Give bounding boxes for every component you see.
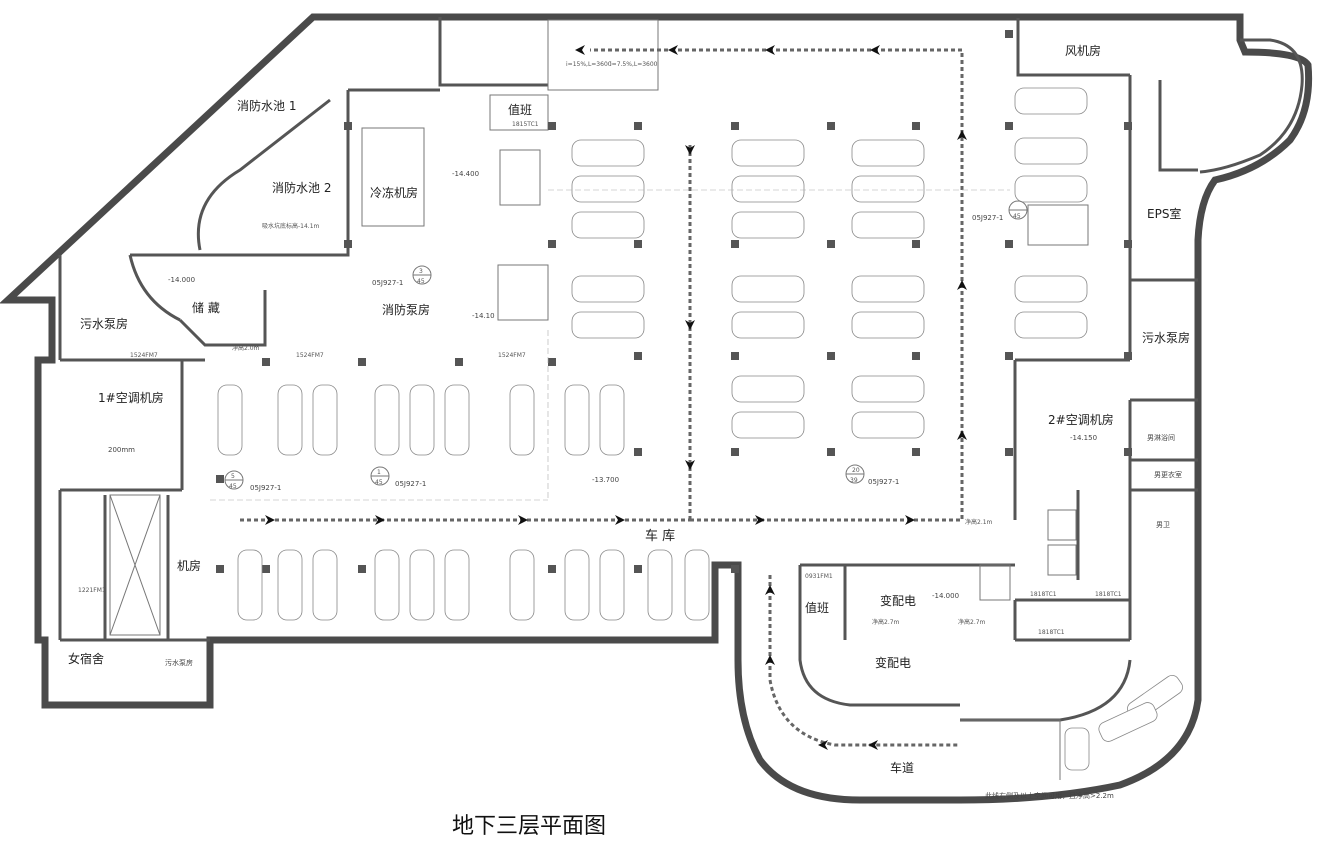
detail-ref: 05J927-1 bbox=[250, 484, 281, 492]
arrow-left bbox=[765, 45, 775, 55]
arrow-right bbox=[905, 515, 915, 525]
cars-top-horizontal bbox=[571, 87, 1088, 439]
detail-ref: 05J927-1 bbox=[972, 214, 1003, 222]
detail-ref: 05J927-1 bbox=[868, 478, 899, 486]
arrow-up bbox=[957, 130, 967, 140]
door-tag: 1524FM7 bbox=[498, 352, 526, 359]
door-tag: 1818TC1 bbox=[1030, 591, 1057, 598]
thin-lines bbox=[109, 19, 1089, 780]
detail-num: 20 bbox=[852, 467, 860, 474]
arrow-down bbox=[685, 460, 695, 470]
door-tag: 0931FM1 bbox=[805, 573, 833, 580]
arrow-left bbox=[575, 45, 585, 55]
room-machine: 机房 bbox=[177, 558, 201, 573]
arrow-left bbox=[818, 740, 828, 750]
elevation-label: -14.400 bbox=[452, 170, 479, 178]
cars-ramp bbox=[1064, 674, 1183, 771]
water-level: 吸水坑底标高-14.1m bbox=[262, 222, 320, 230]
detail-num: 45 bbox=[1013, 213, 1021, 220]
room-ac-2: 2#空调机房 bbox=[1048, 412, 1114, 427]
arrow-up bbox=[957, 280, 967, 290]
slope-note: i=15%,L=3600 bbox=[566, 61, 612, 68]
detail-num: 1 bbox=[377, 469, 381, 476]
detail-num: 39 bbox=[850, 477, 858, 484]
door-tag: 1815TC1 bbox=[512, 121, 539, 128]
arrow-down bbox=[685, 145, 695, 155]
door-tag: 1524FM7 bbox=[130, 352, 158, 359]
room-duty-bottom: 值班 bbox=[805, 600, 829, 615]
room-ramp: 车道 bbox=[890, 760, 914, 775]
room-ac-1: 1#空调机房 bbox=[98, 390, 164, 405]
detail-num: 45 bbox=[375, 479, 383, 486]
room-labels: 消防水池 1 消防水池 2 冷冻机房 值班 储 藏 污水泵房 消防泵房 1#空调… bbox=[68, 43, 1190, 775]
room-fire-pump: 消防泵房 bbox=[382, 302, 430, 317]
detail-num: 3 bbox=[419, 268, 423, 275]
room-garage: 车 库 bbox=[645, 528, 675, 544]
detail-ref: 05J927-1 bbox=[395, 480, 426, 488]
arrow-right bbox=[518, 515, 528, 525]
room-duty-top: 值班 bbox=[508, 102, 532, 117]
outer-walls bbox=[0, 13, 1313, 804]
arrow-left bbox=[668, 45, 678, 55]
room-sewage-left: 污水泵房 bbox=[80, 316, 128, 331]
elevation-label: -14.000 bbox=[168, 276, 195, 284]
room-fan: 风机房 bbox=[1065, 43, 1101, 58]
arrow-down bbox=[685, 320, 695, 330]
direction-arrows bbox=[265, 45, 967, 750]
detail-num: 45 bbox=[417, 278, 425, 285]
room-substation-2: 变配电 bbox=[875, 655, 911, 670]
arrow-right bbox=[375, 515, 385, 525]
detail-markers bbox=[224, 200, 1028, 490]
cars-bottom-vertical bbox=[217, 384, 710, 621]
room-sewage-right: 污水泵房 bbox=[1142, 330, 1190, 345]
room-chiller: 冷冻机房 bbox=[370, 185, 418, 200]
detail-ref: 05J927-1 bbox=[372, 279, 403, 287]
drive-route bbox=[210, 48, 1010, 747]
arrow-right bbox=[615, 515, 625, 525]
room-storage: 储 藏 bbox=[192, 300, 220, 315]
door-tag: 1818TC1 bbox=[1095, 591, 1122, 598]
room-eps: EPS室 bbox=[1147, 206, 1181, 221]
slope-note: i=7.5%,L=3600 bbox=[610, 61, 658, 68]
room-mens-wc: 男卫 bbox=[1156, 521, 1170, 529]
ramp-note: 此线右侧及以上空间可用，且净高>2.2m bbox=[985, 791, 1114, 800]
arrow-right bbox=[265, 515, 275, 525]
columns bbox=[216, 30, 1132, 573]
room-substation-1: 变配电 bbox=[880, 593, 916, 608]
drain-size: 200mm bbox=[108, 446, 135, 454]
clear-height: 净高2.7m bbox=[958, 618, 986, 626]
room-mens-locker: 男更衣室 bbox=[1154, 470, 1182, 479]
elevation-label: -13.700 bbox=[592, 476, 619, 484]
door-tag: 1524FM7 bbox=[296, 352, 324, 359]
clear-height: 净高2.1m bbox=[965, 518, 993, 526]
arrow-right bbox=[755, 515, 765, 525]
arrow-up bbox=[765, 655, 775, 665]
arrow-left bbox=[868, 740, 878, 750]
annotations: -14.400 -14.000 -14.10 -13.700 -14.150 -… bbox=[78, 61, 1122, 800]
arrow-up bbox=[957, 430, 967, 440]
arrow-left bbox=[870, 45, 880, 55]
room-womens-dorm: 女宿舍 bbox=[68, 651, 104, 666]
door-tag: 1818TC1 bbox=[1038, 629, 1065, 636]
room-fire-pool-2: 消防水池 2 bbox=[272, 180, 331, 195]
room-fire-pool-1: 消防水池 1 bbox=[237, 98, 296, 113]
elevation-label: -14.000 bbox=[932, 592, 959, 600]
elevation-label: -14.10 bbox=[472, 312, 495, 320]
elevation-label: -14.150 bbox=[1070, 434, 1097, 442]
clear-height: 净高2.7m bbox=[872, 618, 900, 626]
arrow-up bbox=[765, 585, 775, 595]
detail-num: 5 bbox=[231, 473, 235, 480]
inner-walls bbox=[58, 17, 1198, 722]
door-tag: 1221FM1 bbox=[78, 587, 106, 594]
detail-num: 45 bbox=[229, 483, 237, 490]
room-sewage-bottom: 污水泵房 bbox=[165, 658, 193, 667]
room-mens-shower: 男淋浴间 bbox=[1147, 433, 1175, 442]
clear-height: 净高2.0m bbox=[232, 344, 260, 352]
drawing-title: 地下三层平面图 bbox=[452, 814, 607, 839]
